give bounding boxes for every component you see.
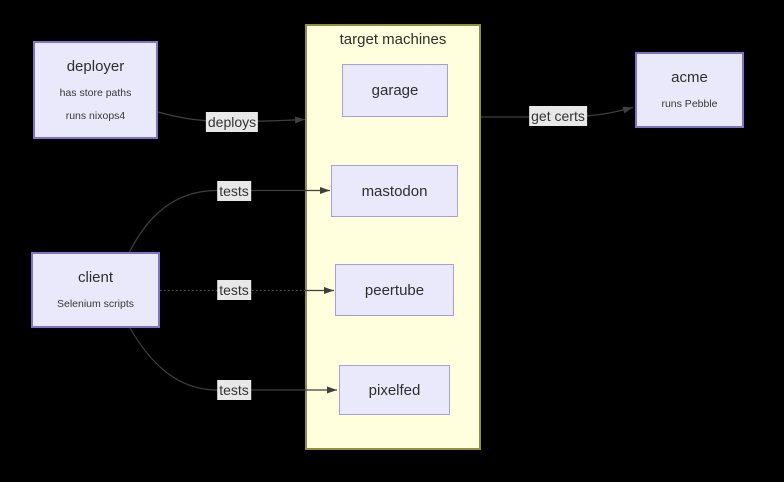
node-client-subtitle: Selenium scripts <box>56 298 135 310</box>
edge-tests-mastodon <box>128 187 330 254</box>
edge-label-deploys: deploys <box>205 112 259 132</box>
node-deployer-subtitle-2: runs nixops4 <box>65 109 126 122</box>
edge-label-tests-pixelfed: tests <box>217 380 251 400</box>
node-garage-label: garage <box>371 82 419 99</box>
node-peertube-label: peertube <box>364 281 425 299</box>
node-acme-title: acme <box>671 69 708 86</box>
edge-label-tests-mastodon: tests <box>217 181 251 201</box>
node-mastodon-label: mastodon <box>361 182 428 200</box>
node-pixelfed-label: pixelfed <box>368 381 421 399</box>
cluster-label: target machines <box>339 31 447 48</box>
node-acme-subtitle: runs Pebble <box>661 98 718 110</box>
node-garage: garage <box>342 64 448 117</box>
node-deployer-title: deployer <box>66 57 125 75</box>
edge-label-tests-peertube: tests <box>217 280 251 300</box>
edge-tests-pixelfed <box>129 327 337 394</box>
node-peertube: peertube <box>335 264 454 316</box>
node-client-title: client <box>77 269 114 286</box>
node-acme: acme runs Pebble <box>635 52 744 128</box>
edge-label-get-certs: get certs <box>529 106 587 126</box>
node-client: client Selenium scripts <box>31 252 160 328</box>
node-pixelfed: pixelfed <box>339 365 450 415</box>
node-deployer: deployer has store paths runs nixops4 <box>33 41 158 139</box>
node-mastodon: mastodon <box>331 165 458 217</box>
node-deployer-subtitle-1: has store paths <box>59 86 132 99</box>
